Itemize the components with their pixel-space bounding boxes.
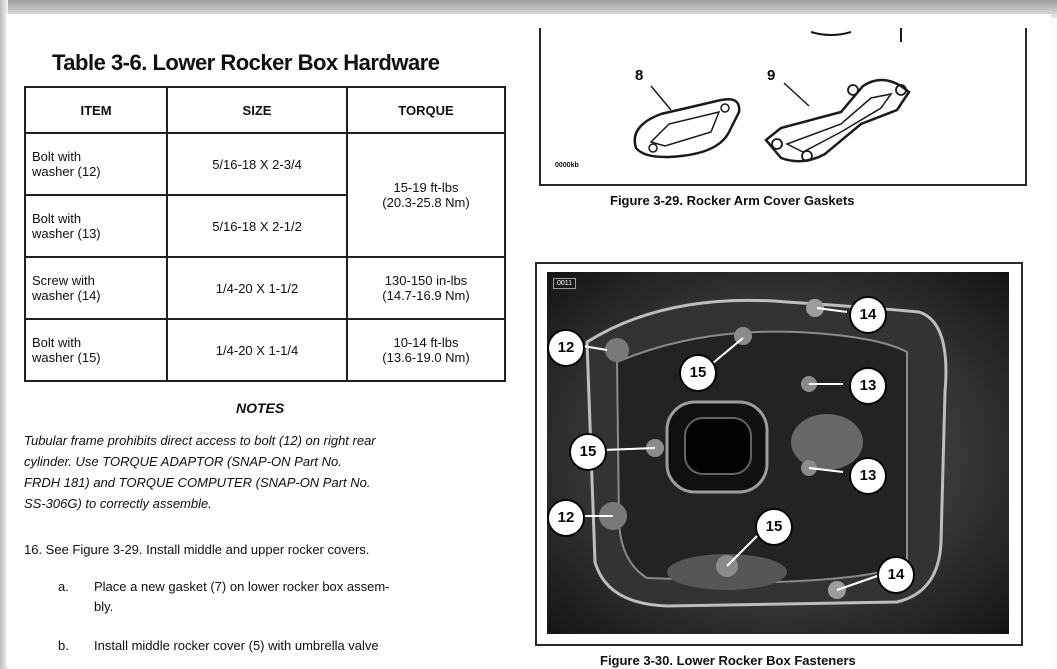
scan-left-edge <box>0 0 8 669</box>
callout-15-left: 15 <box>569 433 607 471</box>
figure-3-30-caption: Figure 3-30. Lower Rocker Box Fasteners <box>600 653 856 668</box>
item-cell: Bolt with washer (13) <box>24 194 168 258</box>
callout-15-bottom: 15 <box>755 508 793 546</box>
figure-3-29: 8 9 0000kb <box>539 28 1027 186</box>
table-title: Table 3-6. Lower Rocker Box Hardware <box>52 50 440 75</box>
size-cell: 1/4-20 X 1-1/2 <box>166 256 348 320</box>
figure-3-30: 0011 14 12 15 13 15 13 12 15 14 <box>535 262 1023 646</box>
callout-13-top: 13 <box>849 367 887 405</box>
rocker-box-photo: 0011 14 12 15 13 15 13 12 15 14 <box>547 272 1009 634</box>
photo-code: 0011 <box>553 278 577 289</box>
table-row: Bolt with washer (15) 1/4-20 X 1-1/4 10-… <box>24 318 506 382</box>
item-cell: Bolt with washer (12) <box>24 132 168 196</box>
table-header-row: ITEM SIZE TORQUE <box>24 86 506 134</box>
header-size: SIZE <box>166 86 348 134</box>
table-row: Screw with washer (14) 1/4-20 X 1-1/2 13… <box>24 256 506 320</box>
figure-3-29-caption: Figure 3-29. Rocker Arm Cover Gaskets <box>610 193 855 208</box>
notes-body: Tubular frame prohibits direct access to… <box>24 433 376 511</box>
header-item: ITEM <box>24 86 168 134</box>
item-cell: Screw with washer (14) <box>24 256 168 320</box>
torque-cell: 130-150 in-lbs (14.7-16.9 Nm) <box>346 256 506 320</box>
callout-12-bottom: 12 <box>547 499 585 537</box>
table-row: Bolt with washer (13) 5/16-18 X 2-1/2 <box>24 194 505 258</box>
figure-label-8: 8 <box>635 67 643 84</box>
figure-code: 0000kb <box>555 162 579 169</box>
gasket-drawing: 8 9 <box>633 28 911 163</box>
notes-heading: NOTES <box>236 400 285 416</box>
header-torque: TORQUE <box>346 86 506 134</box>
table-row: Bolt with washer (12) 5/16-18 X 2-3/4 15… <box>24 132 506 258</box>
callout-13-bottom: 13 <box>849 457 887 495</box>
rocker-box-outline <box>582 298 948 608</box>
callout-14-top: 14 <box>849 296 887 334</box>
gasket-9-shape <box>764 78 911 163</box>
hardware-table: ITEM SIZE TORQUE Bolt with washer (12) 5… <box>24 86 506 382</box>
size-cell: 1/4-20 X 1-1/4 <box>166 318 348 382</box>
callout-15-top: 15 <box>679 354 717 392</box>
torque-cell: 10-14 ft-lbs (13.6-19.0 Nm) <box>346 318 506 382</box>
step-16: 16. See Figure 3-29. Install middle and … <box>24 542 370 557</box>
size-cell: 5/16-18 X 2-1/2 <box>166 194 348 258</box>
callout-12-top: 12 <box>547 329 585 367</box>
manual-page: Table 3-6. Lower Rocker Box Hardware ITE… <box>6 14 1051 668</box>
callout-14-bottom: 14 <box>877 556 915 594</box>
torque-cell-shared: 15-19 ft-lbs (20.3-25.8 Nm) <box>346 132 506 258</box>
figure-label-9: 9 <box>767 67 775 84</box>
size-cell: 5/16-18 X 2-3/4 <box>166 132 348 196</box>
scan-edge <box>0 0 1057 18</box>
item-cell: Bolt with washer (15) <box>24 318 168 382</box>
gasket-8-shape <box>633 98 741 159</box>
